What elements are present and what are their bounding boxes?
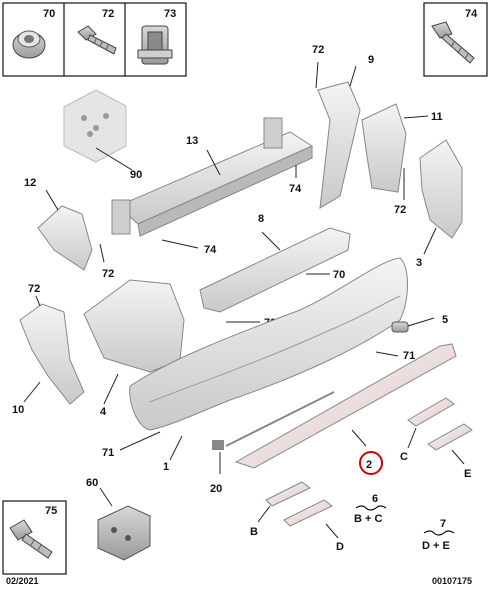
clip-73-icon [137, 25, 173, 65]
label-12: 12 [24, 177, 36, 189]
bracket-9 [315, 61, 361, 209]
fixing-kit-90 [63, 89, 133, 171]
kit-7: 7 D + E [422, 518, 455, 552]
label-5: 5 [442, 314, 448, 326]
kit-6-number: 6 [372, 493, 378, 505]
bolt-75-icon [9, 519, 53, 559]
cable-20 [212, 391, 335, 474]
label-74-a: 74 [289, 183, 302, 195]
label-e: E [464, 468, 471, 480]
label-8: 8 [258, 213, 264, 225]
label-10: 10 [12, 404, 24, 416]
label-11: 11 [431, 111, 443, 123]
lower-trim-2 [234, 343, 457, 475]
footer-date: 02/2021 [6, 576, 39, 586]
trim-e [427, 423, 473, 465]
bracket-11 [361, 103, 429, 200]
fixing-kit-60 [97, 487, 151, 561]
kit-6-text: B + C [354, 513, 382, 525]
kit-6: 6 B + C [354, 493, 387, 525]
label-c: C [400, 451, 408, 463]
screw-72-icon [77, 25, 117, 55]
energy-absorber-8 [199, 227, 351, 323]
kit-7-text: D + E [422, 540, 450, 552]
box-73-label: 73 [164, 8, 176, 20]
label-71-a: 71 [102, 447, 114, 459]
label-9: 9 [368, 54, 374, 66]
screw-74-icon [431, 21, 475, 64]
reinforcement-beam-13 [111, 117, 314, 249]
trim-b [257, 481, 311, 523]
nut-70-icon [12, 30, 46, 59]
label-1: 1 [163, 461, 169, 473]
side-support-3 [419, 139, 463, 255]
box-75-label: 75 [45, 505, 57, 517]
bracket-10 [19, 295, 85, 405]
label-d: D [336, 541, 344, 553]
label-72-c: 72 [102, 268, 114, 280]
label-4: 4 [100, 406, 107, 418]
trim-c [407, 397, 455, 449]
kit-7-number: 7 [440, 518, 446, 530]
label-13: 13 [186, 135, 198, 147]
label-20: 20 [210, 483, 222, 495]
box-72-label: 72 [102, 8, 114, 20]
box-70-label: 70 [43, 8, 55, 20]
side-panel-4 [83, 279, 185, 405]
sensor-5 [391, 317, 435, 333]
label-72-d: 72 [28, 283, 40, 295]
rear-bumper-1 [119, 257, 408, 461]
highlight-circle [359, 451, 383, 475]
bracket-12 [37, 189, 105, 271]
footer-ref: 00107175 [432, 576, 473, 586]
label-60: 60 [86, 477, 98, 489]
trim-d [283, 499, 339, 539]
label-2: 2 [366, 459, 372, 471]
box-74-label: 74 [465, 8, 478, 20]
label-72-a: 72 [312, 44, 324, 56]
label-74-b: 74 [204, 244, 217, 256]
label-90: 90 [130, 169, 142, 181]
label-72-b: 72 [394, 204, 406, 216]
label-b: B [250, 526, 258, 538]
label-70-a: 70 [333, 269, 345, 281]
label-71-b: 71 [403, 350, 415, 362]
label-3: 3 [416, 257, 422, 269]
